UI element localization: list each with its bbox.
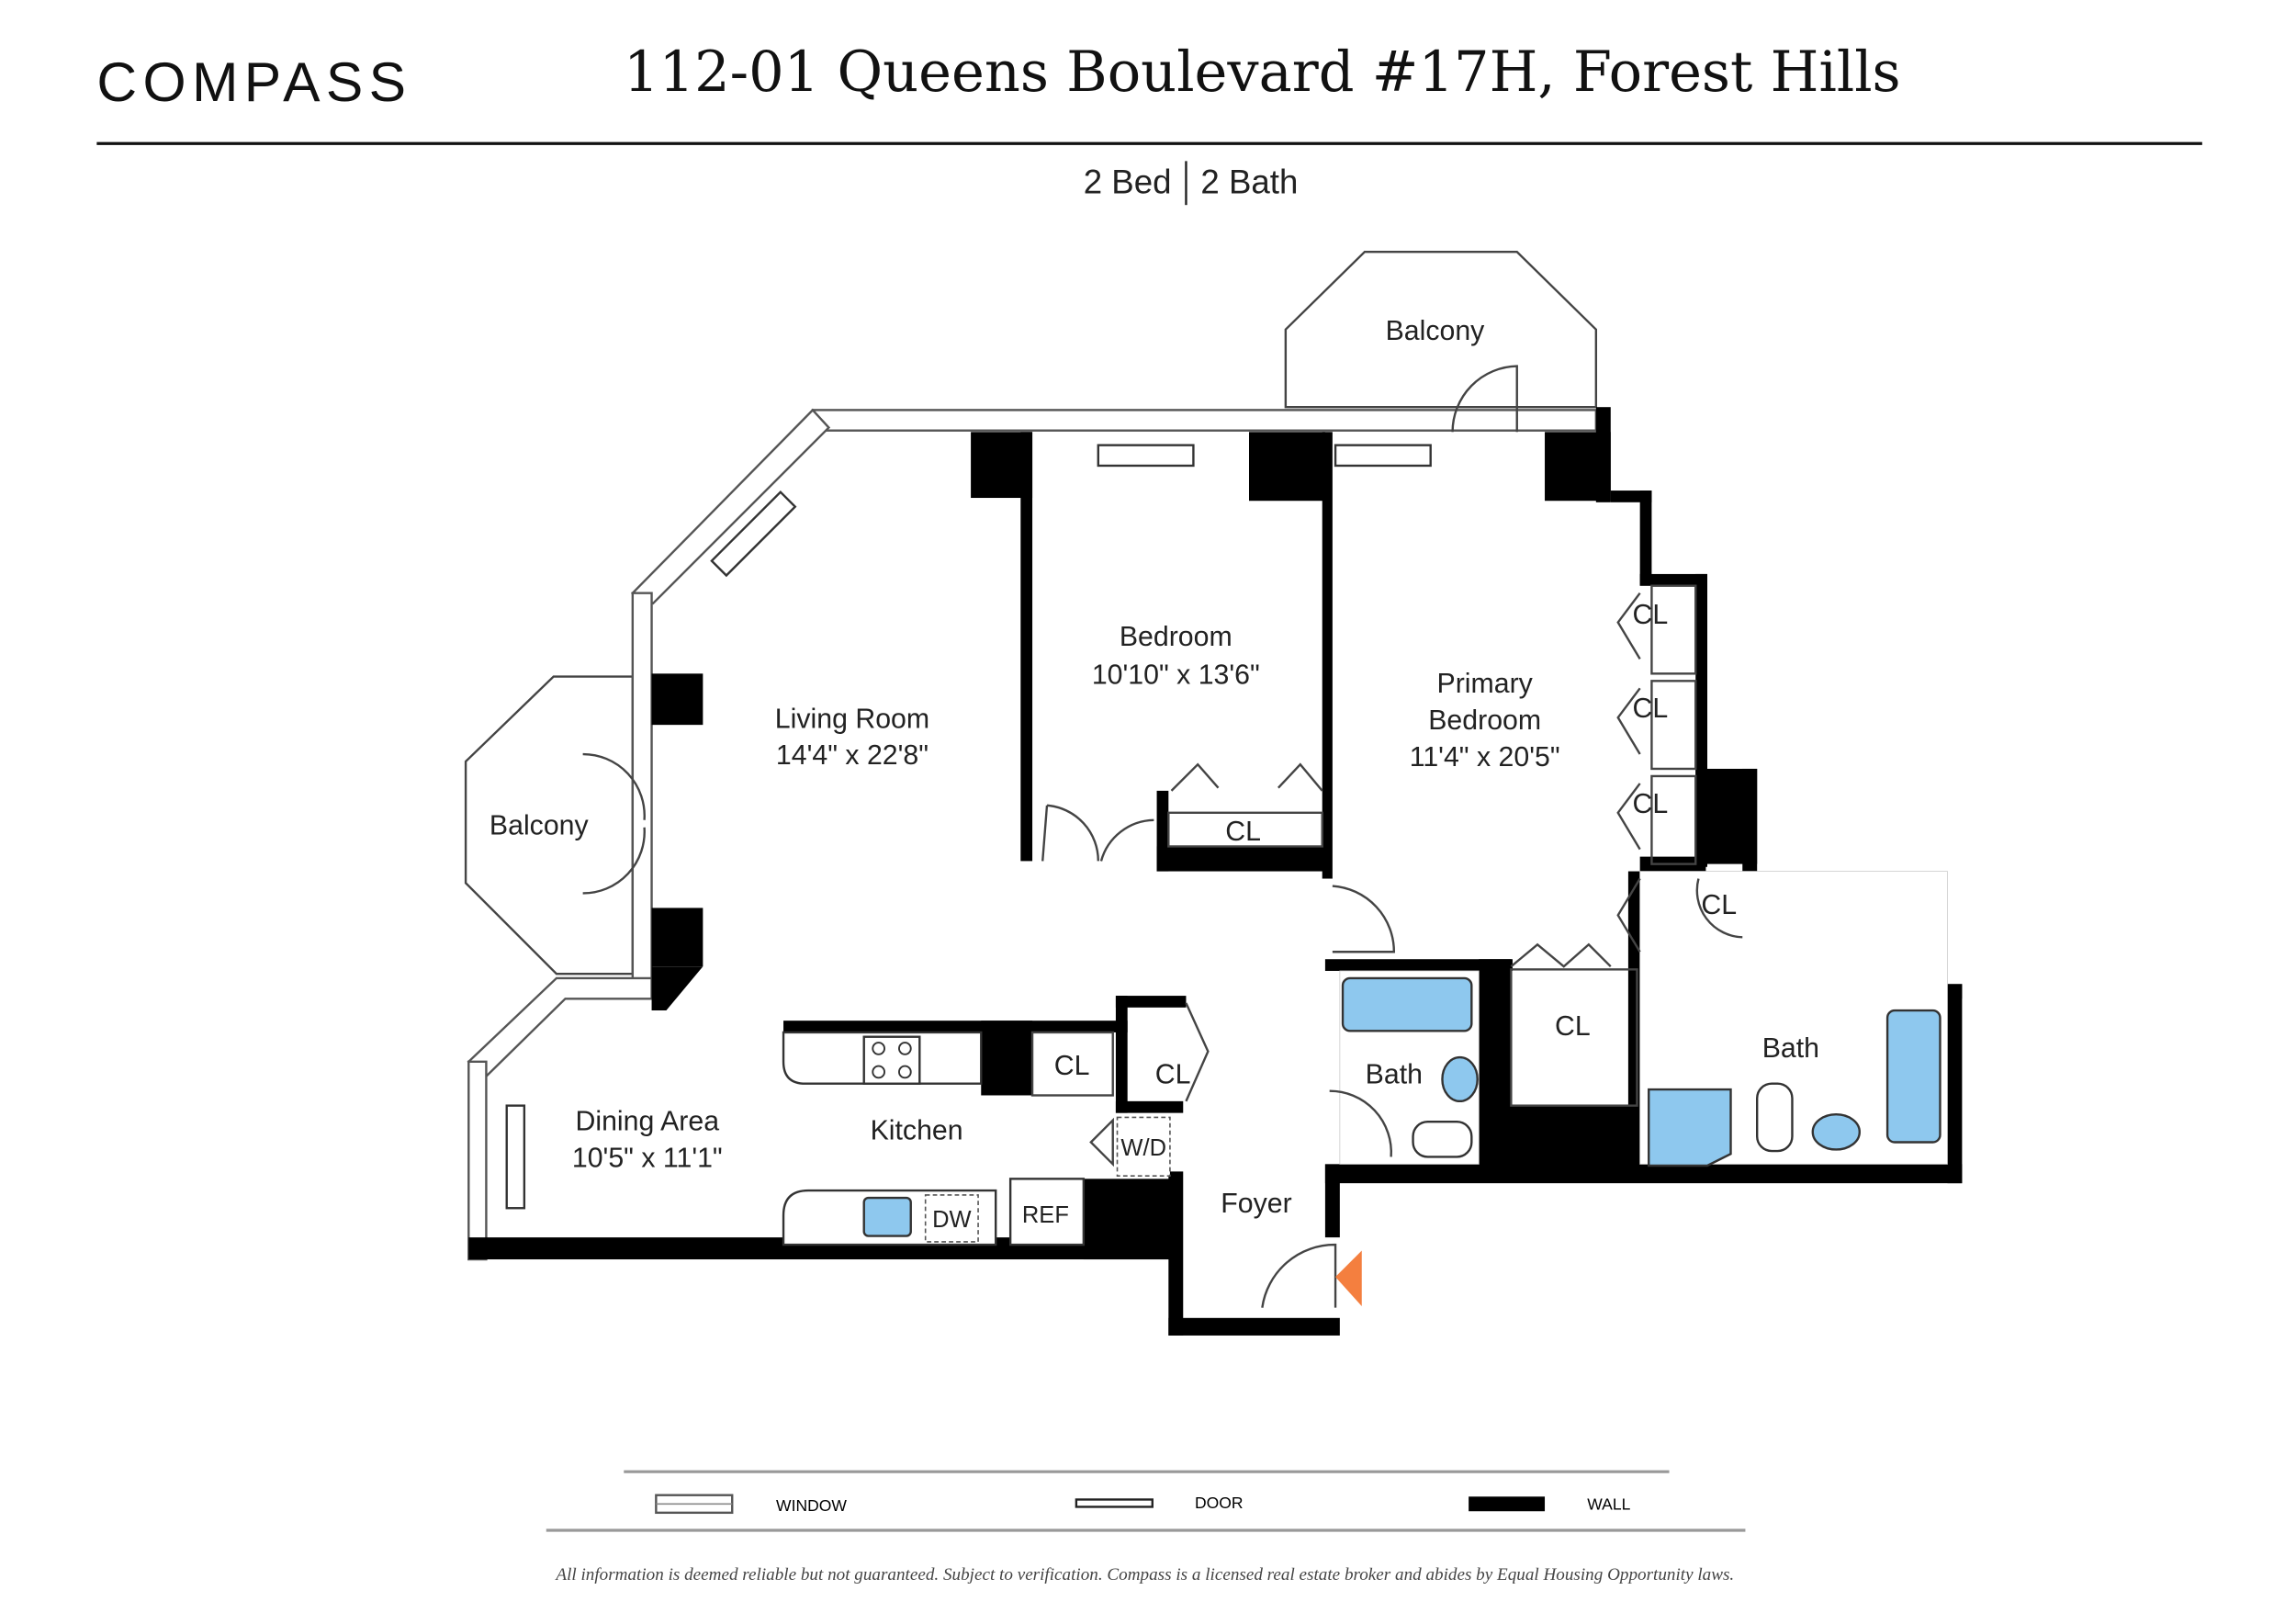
closet-primary-1 (1650, 584, 1697, 675)
stove (862, 1035, 921, 1085)
balcony-top-label: Balcony (1386, 316, 1486, 346)
legend: WINDOW DOOR WALL (546, 1470, 1746, 1532)
radiator-living (710, 490, 797, 578)
dining-area-label: Dining Area (575, 1107, 719, 1137)
closet-label-primary-1: CL (1632, 600, 1668, 630)
kitchen-sink (862, 1196, 912, 1237)
listing-title: 112-01 Queens Boulevard #17H, Forest Hil… (624, 40, 1901, 105)
legend-wall-label: WALL (1587, 1495, 1630, 1514)
stove-burners (872, 1042, 912, 1079)
closet-bedroom (1167, 811, 1323, 848)
window-top (811, 409, 1598, 432)
window-left (631, 592, 653, 998)
closet-primary-3 (1650, 774, 1697, 865)
legend-wall-swatch (1469, 1496, 1546, 1512)
washer-dryer-label: W/D (1120, 1135, 1166, 1161)
foyer-label: Foyer (1221, 1189, 1291, 1219)
bath1-sink (1441, 1055, 1479, 1103)
window-diagonal (630, 408, 831, 605)
door-balcony-top[interactable] (1451, 365, 1518, 433)
closet-label-bath2: CL (1701, 890, 1737, 920)
legend-door-swatch (1075, 1498, 1154, 1508)
closet-label-hall: CL (1555, 1011, 1591, 1042)
baths-count: 2 Bath (1200, 163, 1298, 200)
refrigerator (1008, 1178, 1086, 1246)
primary-bedroom-dimensions: 11'4" x 20'5" (1410, 742, 1560, 773)
door-entry[interactable] (1261, 1243, 1337, 1308)
closet-label-primary-2: CL (1632, 694, 1668, 724)
bedroom-label: Bedroom (1120, 622, 1232, 652)
living-room-dimensions: 14'4" x 22'8" (776, 740, 929, 771)
kitchen-label: Kitchen (871, 1115, 963, 1145)
door-bath1[interactable] (1329, 1089, 1392, 1157)
primary-bedroom-label-1: Primary (1437, 669, 1534, 699)
floor-plan: Balcony Balcony Living Room 14'4" x 22'8… (464, 251, 1963, 1336)
compass-logo: COMPASS (96, 51, 411, 113)
window-dining-diagonal (467, 976, 653, 1078)
bath2-label: Bath (1762, 1033, 1819, 1064)
radiator (505, 1104, 526, 1210)
door-living-balcony[interactable] (582, 752, 646, 895)
bath2-sink (1811, 1113, 1861, 1151)
disclaimer: All information is deemed reliable but n… (554, 1565, 1734, 1585)
closet-label-kitchen: CL (1054, 1051, 1090, 1081)
dining-area-dimensions: 10'5" x 11'1" (572, 1144, 723, 1174)
legend-door-label: DOOR (1195, 1494, 1244, 1512)
primary-bedroom-label-2: Bedroom (1428, 705, 1541, 736)
closet-hall (1510, 968, 1638, 1107)
legend-window-label: WINDOW (776, 1496, 847, 1515)
door-bedroom[interactable] (1041, 804, 1154, 862)
bedroom-dimensions: 10'10" x 13'6" (1092, 660, 1260, 691)
door-primary[interactable] (1332, 885, 1396, 953)
kitchen-closet (1030, 1031, 1114, 1097)
dishwasher-label: DW (932, 1207, 971, 1233)
beds-count: 2 Bed (1084, 163, 1172, 200)
bath1-toilet (1412, 1120, 1473, 1158)
bath1-label: Bath (1366, 1060, 1423, 1090)
closet-label-foyer: CL (1155, 1060, 1191, 1090)
bathtub-2 (1885, 1009, 1941, 1144)
radiator-primary (1334, 444, 1432, 468)
walls (468, 407, 1963, 1336)
bathtub-1 (1341, 976, 1473, 1032)
entry-marker (1335, 1250, 1362, 1307)
window-dining-left (467, 1060, 488, 1261)
closet-primary-2 (1650, 680, 1697, 771)
bath2-toilet (1756, 1082, 1794, 1153)
closet-label-primary-3: CL (1632, 789, 1668, 819)
refrigerator-label: REF (1022, 1202, 1069, 1228)
living-room-label: Living Room (775, 704, 929, 734)
dishwasher (924, 1194, 979, 1243)
radiator-bedroom (1097, 444, 1195, 468)
shower (1648, 1088, 1732, 1167)
closet-doors (1089, 592, 1641, 1167)
washer-dryer (1116, 1116, 1171, 1177)
door-bath2-closet[interactable] (1695, 878, 1743, 939)
balcony-left-label: Balcony (490, 811, 590, 841)
closet-label-bedroom: CL (1225, 817, 1261, 847)
